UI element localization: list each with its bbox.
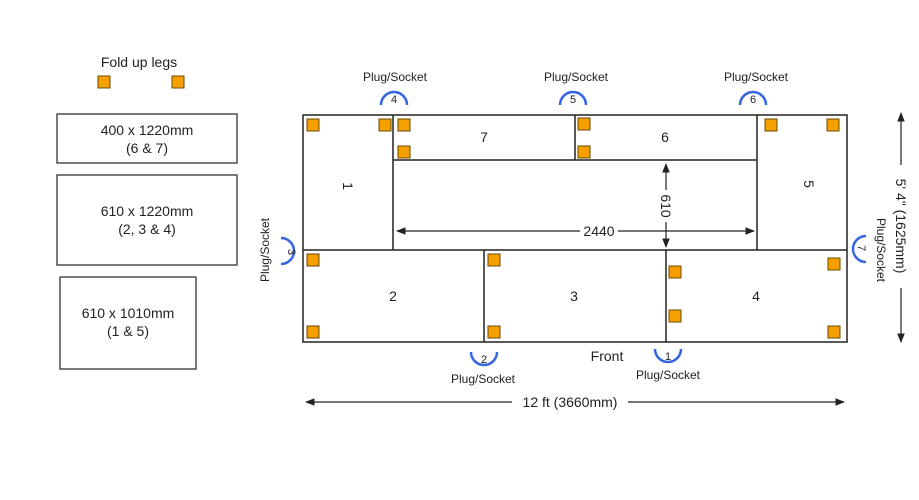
leg-square-icon [397, 118, 411, 132]
panel-label-4: 4 [752, 288, 760, 304]
socket-arc-icon [851, 234, 867, 264]
leg-square-icon [827, 325, 841, 339]
leg-square-icon [487, 325, 501, 339]
overall-depth-dimension: 5' 4" (1625mm) [893, 179, 909, 274]
dimension-lines [305, 112, 905, 406]
legs-title: Fold up legs [101, 54, 177, 70]
layout-outline [302, 114, 848, 343]
plug-socket-label: Plug/Socket [363, 70, 428, 84]
inner-height-dimension: 610 [658, 194, 674, 218]
panel-label-6: 6 [661, 129, 669, 145]
plug-socket-number: 7 [855, 245, 867, 251]
leg-square-icon [97, 75, 111, 89]
key: Fold up legs 400 x 1220mm (6 & 7) 610 x … [56, 54, 238, 370]
leg-square-icon [171, 75, 185, 89]
leg-square-icon [668, 309, 682, 323]
leg-square-icon [306, 118, 320, 132]
board-panels: (6 & 7) [126, 140, 168, 156]
socket-arc-icon [469, 351, 499, 367]
plug-socket-number: 4 [391, 94, 397, 106]
board-key-610x1220: 610 x 1220mm (2, 3 & 4) [56, 174, 238, 266]
board-size: 400 x 1220mm [101, 122, 194, 138]
leg-square-icon [577, 117, 591, 131]
leg-square-icon [827, 257, 841, 271]
leg-square-icon [826, 118, 840, 132]
inner-width-dimension: 2440 [583, 223, 614, 239]
socket-arc-icon [738, 90, 768, 106]
plug-socket-label: Plug/Socket [451, 372, 516, 386]
leg-square-icon [397, 145, 411, 159]
panel-label-2: 2 [389, 288, 397, 304]
front-label: Front [591, 348, 624, 364]
board-panels: (1 & 5) [107, 323, 149, 339]
panel-label-5: 5 [801, 180, 817, 188]
socket-arc-icon [653, 348, 683, 364]
fold-up-legs [306, 117, 841, 339]
leg-square-icon [577, 145, 591, 159]
board-size: 610 x 1010mm [82, 305, 175, 321]
socket-arc-icon [379, 90, 409, 106]
plug-socket-number: 3 [285, 249, 297, 255]
panel-label-3: 3 [570, 288, 578, 304]
plug-socket-label: Plug/Socket [544, 70, 609, 84]
socket-arc-icon [558, 90, 588, 106]
overall-width-dimension: 12 ft (3660mm) [523, 394, 618, 410]
panel-label-1: 1 [340, 182, 356, 190]
board-size: 610 x 1220mm [101, 203, 194, 219]
plug-sockets: Plug/Socket 4 Plug/Socket 5 Plug/Socket … [258, 70, 888, 386]
board-key-610x1010: 610 x 1010mm (1 & 5) [59, 276, 197, 370]
plug-socket-label: Plug/Socket [874, 218, 888, 283]
leg-square-icon [306, 253, 320, 267]
leg-square-icon [306, 325, 320, 339]
socket-arc-icon [280, 236, 296, 266]
plug-socket-number: 2 [481, 354, 487, 366]
plug-socket-label: Plug/Socket [636, 368, 701, 382]
leg-square-icon [764, 118, 778, 132]
board-key-400x1220: 400 x 1220mm (6 & 7) [56, 113, 238, 164]
plug-socket-number: 1 [665, 351, 671, 363]
plug-socket-number: 6 [750, 94, 756, 106]
board-panels: (2, 3 & 4) [118, 221, 176, 237]
leg-square-icon [378, 118, 392, 132]
plug-socket-number: 5 [570, 94, 576, 106]
plug-socket-label: Plug/Socket [258, 217, 272, 282]
leg-square-icon [668, 265, 682, 279]
plug-socket-label: Plug/Socket [724, 70, 789, 84]
leg-square-icon [487, 253, 501, 267]
panel-label-7: 7 [480, 129, 488, 145]
